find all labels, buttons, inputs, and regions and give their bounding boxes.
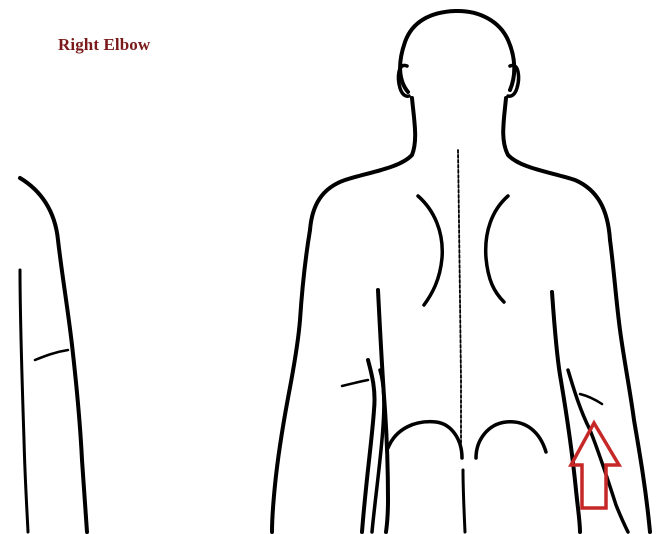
spine-line — [458, 150, 461, 445]
left-neck-shoulder — [310, 98, 415, 230]
right-buttock — [476, 422, 546, 458]
right-shoulder-blade — [486, 196, 508, 302]
right-torso-side — [552, 292, 580, 532]
left-shoulder-blade — [418, 196, 442, 305]
right-arm-outer — [610, 240, 650, 532]
left-elbow-crease — [342, 380, 368, 386]
left-arm-inner — [362, 360, 375, 532]
left-partial-arm — [20, 178, 87, 532]
left-arm-outer — [272, 230, 310, 532]
right-neck-shoulder — [503, 98, 610, 240]
right-elbow-crease — [580, 394, 602, 404]
gluteal-cleft — [463, 470, 465, 532]
left-buttock — [388, 422, 462, 458]
head-outline — [400, 11, 514, 92]
